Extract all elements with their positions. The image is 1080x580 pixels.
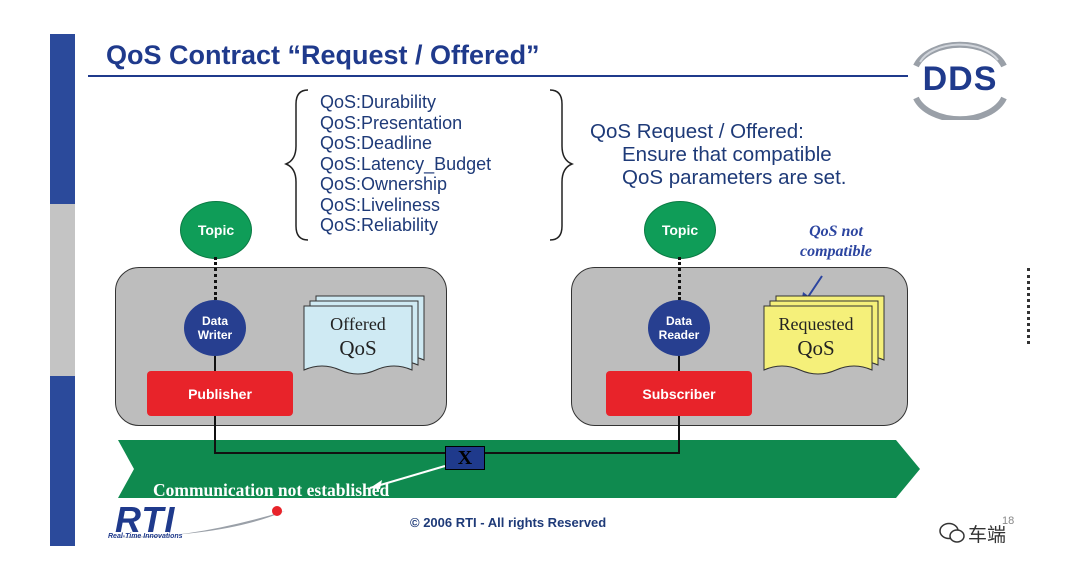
slide-title: QoS Contract “Request / Offered”: [106, 40, 540, 70]
description-line: Ensure that compatible: [622, 143, 832, 166]
qos-item: QoS:Latency_Budget: [320, 153, 492, 174]
offered-qos-label: Offered QoS: [304, 312, 412, 360]
accent-bar-middle: [50, 204, 75, 376]
offered-qos-document-icon: [303, 295, 425, 375]
reader-subscriber-link: [678, 356, 680, 372]
qos-item: QoS:Liveliness: [320, 194, 441, 215]
wechat-icon: [939, 522, 965, 543]
rti-logo-text: RTI: [115, 499, 176, 540]
dds-logo: DDS: [898, 40, 1022, 123]
offered-qos-line1: Offered: [330, 314, 386, 334]
data-writer-line2: Writer: [197, 328, 233, 342]
publisher-box: Publisher: [147, 371, 293, 416]
description-line: QoS parameters are set.: [622, 166, 847, 189]
topic-connector-right: [678, 257, 681, 300]
topic-left: Topic: [180, 201, 252, 259]
bus-caption: Communication not established: [153, 480, 390, 500]
topic-right: Topic: [644, 201, 716, 259]
qos-item: QoS:Deadline: [320, 133, 433, 153]
copyright-footer: © 2006 RTI - All rights Reserved: [410, 515, 607, 530]
qos-item: QoS:Reliability: [320, 215, 439, 235]
side-dotted-line: [1027, 268, 1030, 344]
watermark-text: 车端: [968, 525, 1007, 546]
dds-logo-text: DDS: [922, 60, 998, 98]
requested-qos-document-icon: [763, 295, 885, 375]
accent-bar-top: [50, 34, 75, 204]
title-underline: [88, 75, 908, 77]
rti-tagline: Real-Time Innovations: [108, 533, 183, 540]
topic-connector-left: [214, 257, 217, 300]
qos-item: QoS:Presentation: [320, 112, 463, 133]
blocked-connection-marker: X: [445, 446, 485, 470]
requested-qos-label: Requested QoS: [762, 312, 870, 360]
rti-logo: RTI: [105, 497, 290, 542]
data-reader-line1: Data: [665, 314, 692, 328]
subscriber-box: Subscriber: [606, 371, 752, 416]
description-line: QoS Request / Offered:: [590, 120, 804, 143]
qos-item: QoS:Ownership: [320, 174, 448, 194]
data-reader-line2: Reader: [658, 328, 700, 342]
page-number: 18: [1002, 515, 1015, 527]
requested-qos-line2: QoS: [797, 336, 835, 360]
not-compatible-note: QoS not compatible: [800, 222, 872, 262]
not-compatible-line2: compatible: [800, 243, 872, 260]
data-writer-line1: Data: [201, 314, 228, 328]
qos-item: QoS:Durability: [320, 92, 437, 112]
accent-bar-bottom: [50, 376, 75, 546]
writer-publisher-link: [214, 356, 216, 372]
requested-qos-line1: Requested: [778, 314, 854, 334]
communication-bus-arrow: [118, 440, 920, 498]
description: QoS Request / Offered: Ensure that compa…: [590, 120, 846, 189]
qos-braces: [284, 89, 574, 241]
qos-policy-list: QoS:Durability QoS:Presentation QoS:Dead…: [320, 92, 491, 236]
offered-qos-line2: QoS: [339, 336, 377, 360]
not-compatible-line1: QoS not: [809, 223, 863, 240]
